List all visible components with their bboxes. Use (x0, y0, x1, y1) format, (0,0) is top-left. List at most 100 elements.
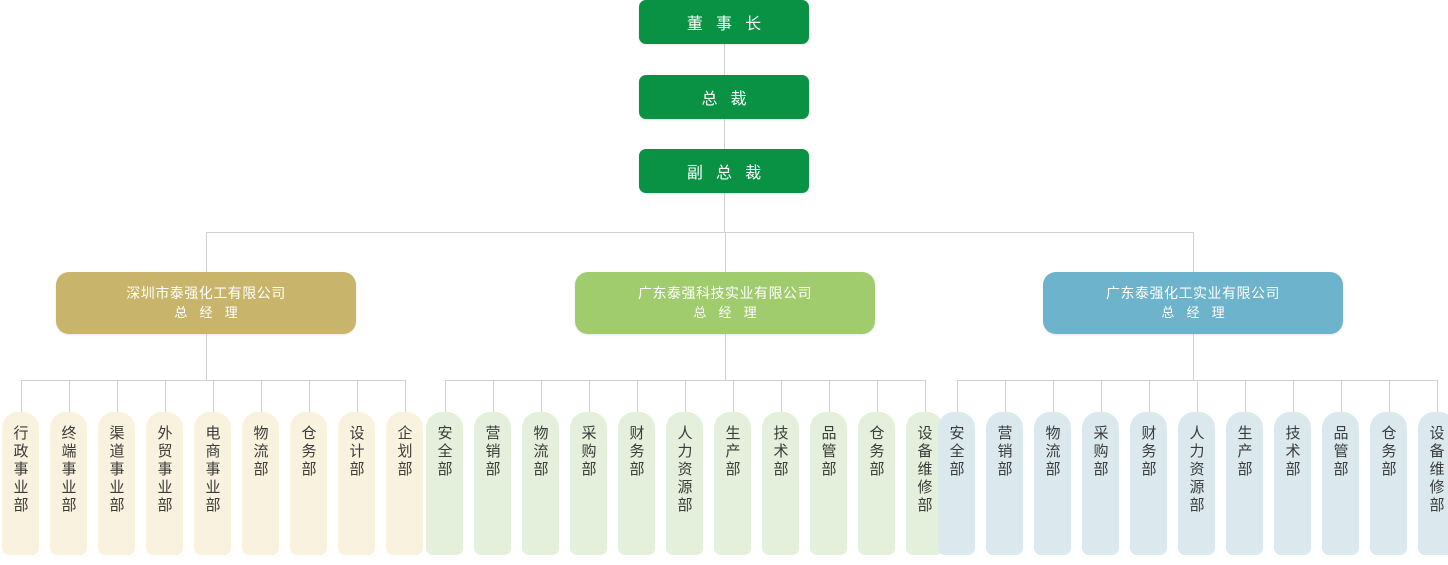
connector-to-dept (1436, 380, 1438, 412)
connector-to-dept (1196, 380, 1198, 412)
connector-to-dept (356, 380, 358, 412)
connector-to-dept (828, 380, 830, 412)
connector-to-dept (1388, 380, 1390, 412)
division-company-name: 广东泰强化工实业有限公司 (1106, 285, 1280, 302)
connector-to-dept (636, 380, 638, 412)
connector-to-dept (1292, 380, 1294, 412)
department-label: 渠道事业部 (107, 425, 126, 515)
connector-to-dept (924, 380, 926, 412)
connector-division-bus (206, 232, 1193, 233)
connector-to-dept (308, 380, 310, 412)
department-box[interactable]: 仓务部 (858, 412, 895, 555)
department-box[interactable]: 人力资源部 (1178, 412, 1215, 555)
department-label: 电商事业部 (203, 425, 222, 515)
connector-to-dept (1004, 380, 1006, 412)
connector-to-dept (164, 380, 166, 412)
connector-to-dept (1100, 380, 1102, 412)
connector-to-dept (684, 380, 686, 412)
department-label: 技术部 (1283, 425, 1302, 479)
division-role-label: 总 经 理 (1161, 305, 1229, 321)
department-box[interactable]: 企划部 (386, 412, 423, 555)
executive-box-1[interactable]: 董 事 长 (639, 0, 809, 44)
department-label: 企划部 (395, 425, 414, 479)
department-box[interactable]: 品管部 (810, 412, 847, 555)
department-label: 生产部 (723, 425, 742, 479)
connector-to-dept (444, 380, 446, 412)
department-label: 行政事业部 (11, 425, 30, 515)
connector-to-dept (20, 380, 22, 412)
department-label: 物流部 (531, 425, 550, 479)
connector-vp-to-bus (724, 193, 725, 232)
connector-division-2-stem (725, 334, 726, 380)
department-box[interactable]: 物流部 (242, 412, 279, 555)
division-box-3[interactable]: 广东泰强化工实业有限公司总 经 理 (1043, 272, 1343, 334)
department-box[interactable]: 行政事业部 (2, 412, 39, 555)
connector-to-dept (260, 380, 262, 412)
division-box-2[interactable]: 广东泰强科技实业有限公司总 经 理 (575, 272, 875, 334)
department-box[interactable]: 安全部 (938, 412, 975, 555)
department-box[interactable]: 电商事业部 (194, 412, 231, 555)
department-box[interactable]: 采购部 (570, 412, 607, 555)
department-box[interactable]: 技术部 (1274, 412, 1311, 555)
department-box[interactable]: 终端事业部 (50, 412, 87, 555)
department-box[interactable]: 生产部 (1226, 412, 1263, 555)
department-label: 物流部 (1043, 425, 1062, 479)
department-box[interactable]: 技术部 (762, 412, 799, 555)
connector-to-dept (1340, 380, 1342, 412)
connector-to-dept (588, 380, 590, 412)
department-label: 财务部 (627, 425, 646, 479)
department-label: 人力资源部 (675, 425, 694, 515)
connector-exec-0 (724, 44, 725, 75)
department-box[interactable]: 渠道事业部 (98, 412, 135, 555)
department-box[interactable]: 安全部 (426, 412, 463, 555)
connector-exec-1 (724, 119, 725, 149)
department-label: 财务部 (1139, 425, 1158, 479)
executive-label: 副 总 裁 (686, 163, 766, 182)
connector-to-dept (1244, 380, 1246, 412)
connector-to-dept (68, 380, 70, 412)
division-box-1[interactable]: 深圳市泰强化工有限公司总 经 理 (56, 272, 356, 334)
executive-label: 总 裁 (701, 89, 751, 108)
division-role-label: 总 经 理 (693, 305, 761, 321)
connector-to-division-3 (1193, 232, 1194, 272)
department-box[interactable]: 外贸事业部 (146, 412, 183, 555)
division-company-name: 深圳市泰强化工有限公司 (126, 285, 286, 302)
department-box[interactable]: 营销部 (986, 412, 1023, 555)
department-label: 技术部 (771, 425, 790, 479)
department-box[interactable]: 财务部 (618, 412, 655, 555)
department-box[interactable]: 设备维修部 (1418, 412, 1448, 555)
department-label: 仓务部 (299, 425, 318, 479)
department-label: 设备维修部 (915, 425, 934, 515)
department-label: 营销部 (995, 425, 1014, 479)
executive-label: 董 事 长 (686, 14, 766, 33)
department-box[interactable]: 采购部 (1082, 412, 1119, 555)
department-box[interactable]: 设备维修部 (906, 412, 943, 555)
department-box[interactable]: 设计部 (338, 412, 375, 555)
executive-box-2[interactable]: 总 裁 (639, 75, 809, 119)
department-label: 仓务部 (1379, 425, 1398, 479)
department-label: 品管部 (819, 425, 838, 479)
connector-to-dept (540, 380, 542, 412)
connector-division-3-stem (1193, 334, 1194, 380)
department-box[interactable]: 仓务部 (290, 412, 327, 555)
connector-to-dept (1052, 380, 1054, 412)
department-box[interactable]: 仓务部 (1370, 412, 1407, 555)
department-box[interactable]: 营销部 (474, 412, 511, 555)
department-box[interactable]: 财务部 (1130, 412, 1167, 555)
department-label: 设备维修部 (1427, 425, 1446, 515)
connector-to-dept (732, 380, 734, 412)
department-label: 设计部 (347, 425, 366, 479)
connector-to-dept (116, 380, 118, 412)
connector-to-dept (780, 380, 782, 412)
department-label: 品管部 (1331, 425, 1350, 479)
connector-to-dept (876, 380, 878, 412)
connector-to-division-2 (725, 232, 726, 272)
department-box[interactable]: 物流部 (1034, 412, 1071, 555)
executive-box-3[interactable]: 副 总 裁 (639, 149, 809, 193)
department-box[interactable]: 物流部 (522, 412, 559, 555)
department-label: 物流部 (251, 425, 270, 479)
department-box[interactable]: 品管部 (1322, 412, 1359, 555)
department-box[interactable]: 生产部 (714, 412, 751, 555)
department-box[interactable]: 人力资源部 (666, 412, 703, 555)
department-label: 安全部 (435, 425, 454, 479)
